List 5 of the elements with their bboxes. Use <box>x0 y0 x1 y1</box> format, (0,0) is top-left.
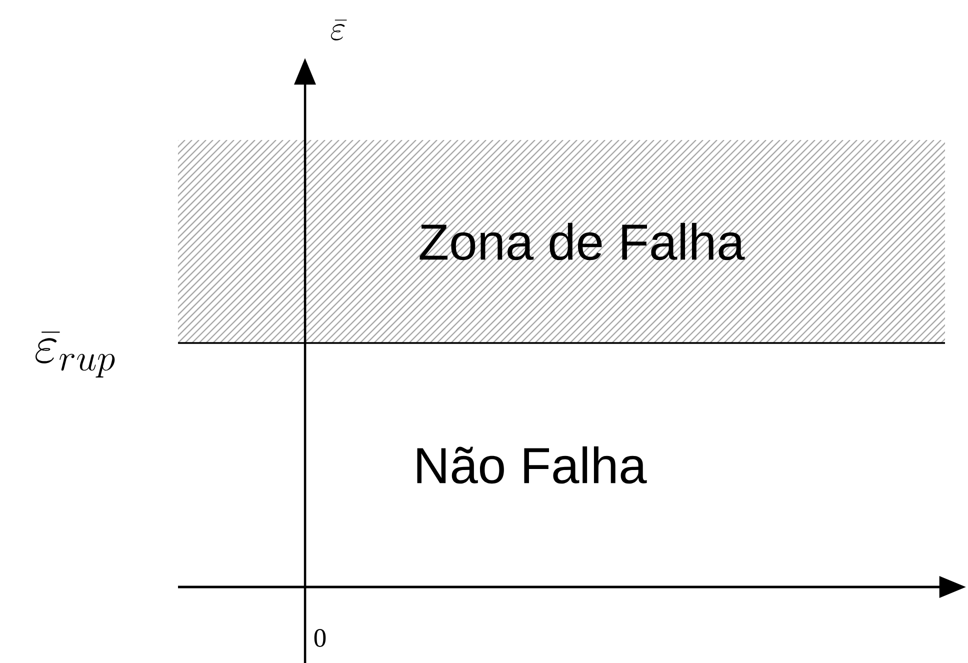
axis-label: $\bar{\varepsilon}$ <box>330 20 347 40</box>
hatched-zone: Zona de Falha <box>178 140 945 343</box>
threshold-label: $\bar{\varepsilon}_{rup}$ <box>36 332 115 378</box>
region-label: Não Falha <box>417 446 647 484</box>
origin-label: 0 <box>314 629 326 647</box>
